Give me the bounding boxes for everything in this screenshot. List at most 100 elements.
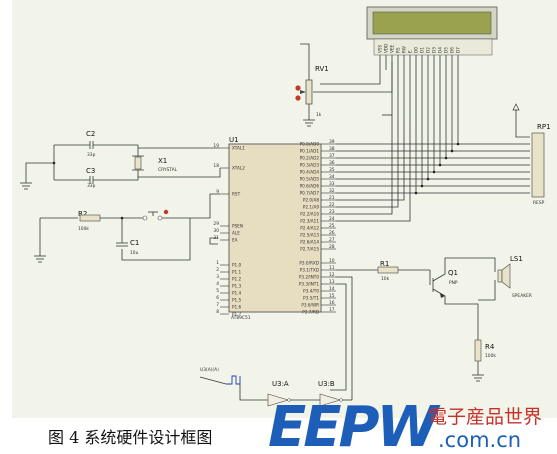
lcd-pin-d0: D0 <box>414 47 419 53</box>
u1-pin-name: P3.6/WR <box>301 303 319 308</box>
u1-pin-number: 4 <box>216 281 219 287</box>
u1-port0-pins: 39P0.0/AD038P0.1/AD137P0.2/AD236P0.3/AD3… <box>300 139 336 196</box>
u1-pin-name: P0.4/AD4 <box>300 170 320 175</box>
u1-part-label: AT89C51 <box>231 315 251 321</box>
u1-pin-number: 32 <box>329 188 335 194</box>
u1-pin-name: P1.6 <box>232 305 242 310</box>
u1-ref-label: U1 <box>229 136 239 144</box>
u1-pin-number: 10 <box>329 258 335 264</box>
c1-ref-label: C1 <box>130 239 139 247</box>
u1-pin-number: 35 <box>329 167 335 173</box>
u1-pin-name: P3.7/RD <box>302 310 319 315</box>
lcd-pin-vdd: VDD <box>384 44 389 53</box>
u1-pin-name: P0.3/AD3 <box>300 163 320 168</box>
c2-ref-label: C2 <box>86 130 95 138</box>
figure-caption: 图 4 系统硬件设计框图 <box>48 428 213 447</box>
lcd-pin-rs: RS <box>396 47 401 53</box>
u1-pin-name: P3.0/RXD <box>299 261 319 266</box>
u3a-ref-label: U3:A <box>272 380 289 388</box>
u1-pin-number: 12 <box>329 272 335 278</box>
u1-pin-number: 36 <box>329 160 335 166</box>
ls1-ref-label: LS1 <box>510 255 523 263</box>
u1-pin-number: 8 <box>216 309 219 315</box>
u1-pin-number: 9 <box>216 189 219 195</box>
signal-source-label: U3(A)(A) <box>200 367 219 373</box>
u1-pin-number: 39 <box>329 139 335 145</box>
u1-pin-name: P2.1/A9 <box>303 205 319 210</box>
r2-ref-label: R2 <box>78 210 87 218</box>
x1-ref-label: X1 <box>158 157 167 165</box>
u1-pin-name: P0.7/AD7 <box>300 191 320 196</box>
u1-pin-number: 11 <box>329 265 335 271</box>
u1-pin-name: P2.6/A14 <box>300 240 319 245</box>
u1-pin-name: ALE <box>232 231 240 236</box>
logo-wordmark: EEPW <box>268 396 442 454</box>
u1-pin-name: P2.0/A8 <box>303 198 319 203</box>
u1-pin-name: P0.0/AD0 <box>300 142 320 147</box>
u1-pin-name: P1.0 <box>232 263 242 268</box>
u1-pin-number: 17 <box>329 307 335 313</box>
u1-pin-number: 26 <box>329 230 335 236</box>
lcd-pin-d3: D3 <box>432 47 437 53</box>
eepw-logo: EEPW 電子産品世界 .com.cn <box>268 396 542 454</box>
u1-port2-pins: 21P2.0/A822P2.1/A923P2.2/A1024P2.3/A1125… <box>300 195 336 252</box>
u1-pin-name: P0.6/AD6 <box>300 184 320 189</box>
u1-pin-number: 28 <box>329 244 335 250</box>
u1-pin-name: P2.3/A11 <box>300 219 319 224</box>
u1-pin-name: P1.2 <box>232 277 242 282</box>
u1-pin-number: 16 <box>329 300 335 306</box>
u1-pin-number: 23 <box>329 209 335 215</box>
u1-pin-number: 6 <box>216 295 219 301</box>
c1-value-label: 10u <box>130 250 139 256</box>
u1-pin-name: P1.4 <box>232 291 242 296</box>
u1-pin-name: P3.5/T1 <box>303 296 319 301</box>
lcd-pin-vee: VEE <box>390 44 395 53</box>
q1-ref-label: Q1 <box>448 269 458 277</box>
u1-pin-number: 13 <box>329 279 335 285</box>
c2-value-label: 33p <box>87 152 96 158</box>
u1-pin-number: 19 <box>213 143 219 149</box>
c3-ref-label: C3 <box>86 167 95 175</box>
u1-pin-name: P1.1 <box>232 270 242 275</box>
u1-pin-number: 27 <box>329 237 335 243</box>
u1-pin-name: P2.5/A13 <box>300 233 319 238</box>
u1-pin-number: 14 <box>329 286 335 292</box>
u1-pin-number: 34 <box>329 174 335 180</box>
u1-pin-number: 5 <box>216 288 219 294</box>
u1-pin-number: 22 <box>329 202 335 208</box>
u1-pin-name: P3.4/T0 <box>303 289 319 294</box>
lcd-pin-vss: VSS <box>378 44 383 53</box>
c3-value-label: 33p <box>87 183 96 189</box>
ls1-value-label: SPEAKER <box>512 293 532 299</box>
u1-pin-number: 3 <box>216 274 219 280</box>
u1-pin-name: P1.5 <box>232 298 242 303</box>
u1-pin-name: P2.2/A10 <box>300 212 319 217</box>
lcd-pin-d2: D2 <box>426 47 431 53</box>
port0-bus <box>336 114 530 222</box>
u1-pin-number: 38 <box>329 146 335 152</box>
u1-pin-name: P1.3 <box>232 284 242 289</box>
u1-pin-number: 1 <box>216 260 219 266</box>
x1-value-label: CRYSTAL <box>158 167 178 173</box>
u1-pin-name: P2.4/A12 <box>300 226 319 231</box>
u1-port3-pins: 10P3.0/RXD11P3.1/TXD12P3.2/INT013P3.3/IN… <box>299 258 336 315</box>
u1-pin-name: P3.3/INT1 <box>299 282 320 287</box>
lcd-pin-d6: D6 <box>450 47 455 53</box>
u1-pin-number: 37 <box>329 153 335 159</box>
u1-pin-number: 33 <box>329 181 335 187</box>
u1-pin-number: 29 <box>213 221 219 227</box>
r1-ref-label: R1 <box>380 260 389 268</box>
rp1-value-label: RESP <box>533 200 545 206</box>
u1-pin-name: EA <box>232 238 238 243</box>
u1-pin-number: 24 <box>329 216 335 222</box>
u1-pin-number: 25 <box>329 223 335 229</box>
u1-pin-name: XTAL1 <box>232 146 245 151</box>
reset-circuit: R2 100k C1 10u <box>34 193 220 263</box>
u1-pin-number: 18 <box>213 163 219 169</box>
u3b-ref-label: U3:B <box>318 380 335 388</box>
